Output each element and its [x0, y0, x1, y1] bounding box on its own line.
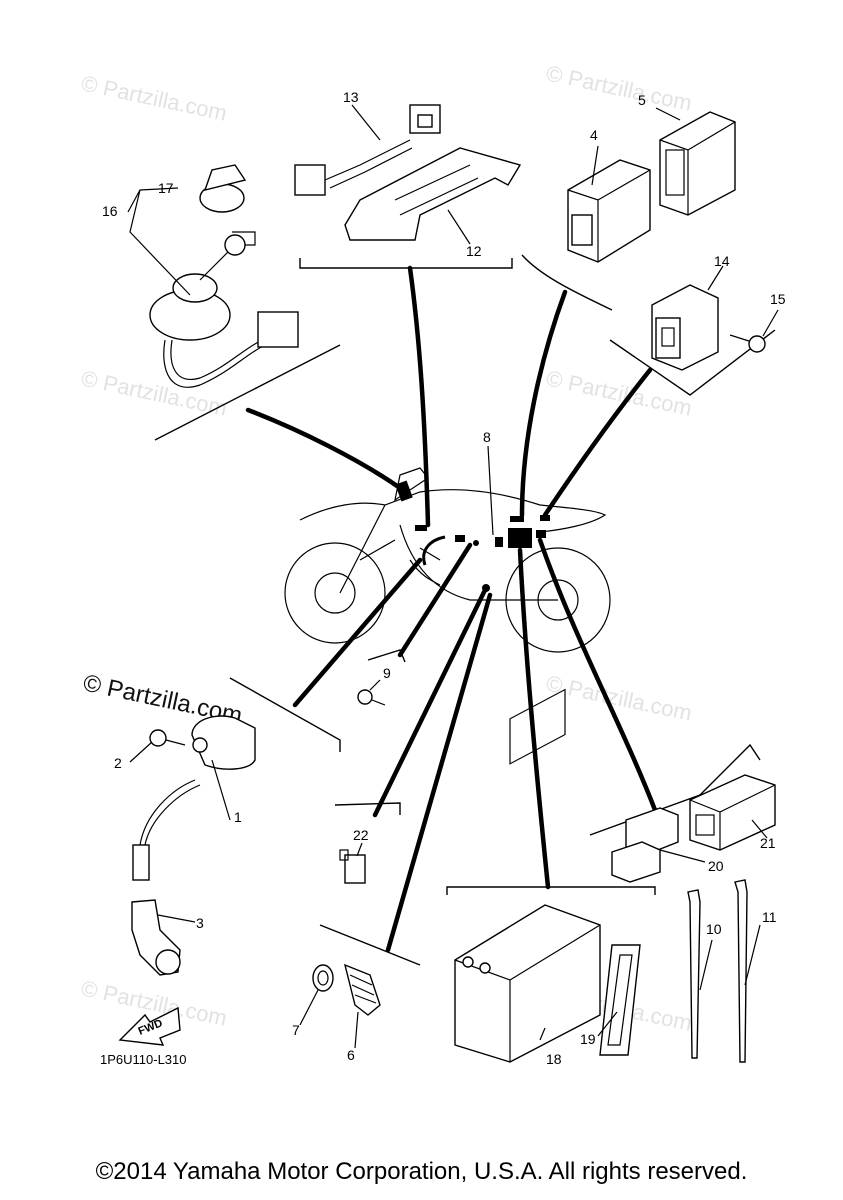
callout-22: 22: [353, 827, 369, 843]
part-3-plug-cap: [131, 899, 181, 976]
callout-10: 10: [706, 921, 722, 937]
callout-18: 18: [546, 1051, 562, 1067]
bracket-6-7: [319, 924, 421, 966]
part-12-plate: [344, 147, 522, 241]
part-16-main-switch: [149, 231, 299, 388]
bracket-16-17: [154, 344, 341, 441]
callout-leaders: [127, 104, 779, 1049]
bracket-1-2-3: [229, 677, 341, 752]
callout-5: 5: [638, 92, 646, 108]
callout-19: 19: [580, 1031, 596, 1047]
part-22-fuse: [339, 849, 366, 884]
part-6-neutral-switch: [343, 963, 381, 1016]
bracket-9: [367, 649, 406, 663]
callout-21: 21: [760, 835, 776, 851]
callout-1: 1: [234, 809, 242, 825]
callout-15: 15: [770, 291, 786, 307]
part-5-cover: [659, 111, 736, 216]
copyright-notice: ©2014 Yamaha Motor Corporation, U.S.A. A…: [95, 1158, 748, 1185]
part-1-ignition-coil: [132, 715, 256, 881]
watermark: © Partzilla.com: [79, 70, 229, 125]
callout-9: 9: [383, 665, 391, 681]
part-10-cable-tie: [687, 889, 701, 1059]
part-17-cap: [199, 164, 247, 213]
callout-11: 11: [762, 909, 777, 925]
bracket-12-13: [299, 258, 513, 269]
callout-7: 7: [292, 1022, 300, 1038]
bracket-4-5: [521, 254, 613, 311]
part-11-cable-tie: [734, 879, 748, 1063]
part-9-bolt: [357, 689, 386, 706]
callout-14: 14: [714, 253, 730, 269]
part-20-coupler: [611, 807, 679, 883]
callout-6: 6: [347, 1047, 355, 1063]
part-19-battery-band: [599, 944, 641, 1056]
bracket-18-19: [446, 886, 656, 895]
callout-3: 3: [196, 915, 204, 931]
watermark: © Partzilla.com: [544, 60, 694, 115]
part-15-screw: [729, 334, 766, 353]
part-14-connector: [651, 284, 719, 371]
callout-12: 12: [466, 243, 482, 259]
part-2-bolt: [149, 729, 186, 747]
callout-8: 8: [483, 429, 491, 445]
callout-numbers: 1 2 3 4 5 6 7 8 9 10 11 12 13 14 15 16 1…: [102, 89, 786, 1067]
callout-20: 20: [708, 858, 724, 874]
fwd-arrow-icon: FWD: [118, 1006, 181, 1046]
part-4-relay: [567, 159, 651, 263]
bracket-14-15: [609, 329, 776, 396]
part-21-coupler: [689, 774, 776, 851]
part-7-washer: [312, 964, 334, 992]
callout-13: 13: [343, 89, 359, 105]
diagram-code: 1P6U110-L310: [100, 1052, 187, 1067]
watermark: © Partzilla.com: [544, 670, 694, 725]
part-13-wire-lead: [294, 104, 441, 196]
callout-4: 4: [590, 127, 598, 143]
callout-16: 16: [102, 203, 118, 219]
bracket-22: [334, 802, 401, 815]
motorcycle-outline: [284, 467, 611, 653]
callout-17: 17: [158, 180, 174, 196]
part-18-battery: [454, 688, 601, 1063]
callout-2: 2: [114, 755, 122, 771]
leader-lines: [245, 265, 658, 953]
watermark: © Partzilla.com: [79, 365, 229, 420]
